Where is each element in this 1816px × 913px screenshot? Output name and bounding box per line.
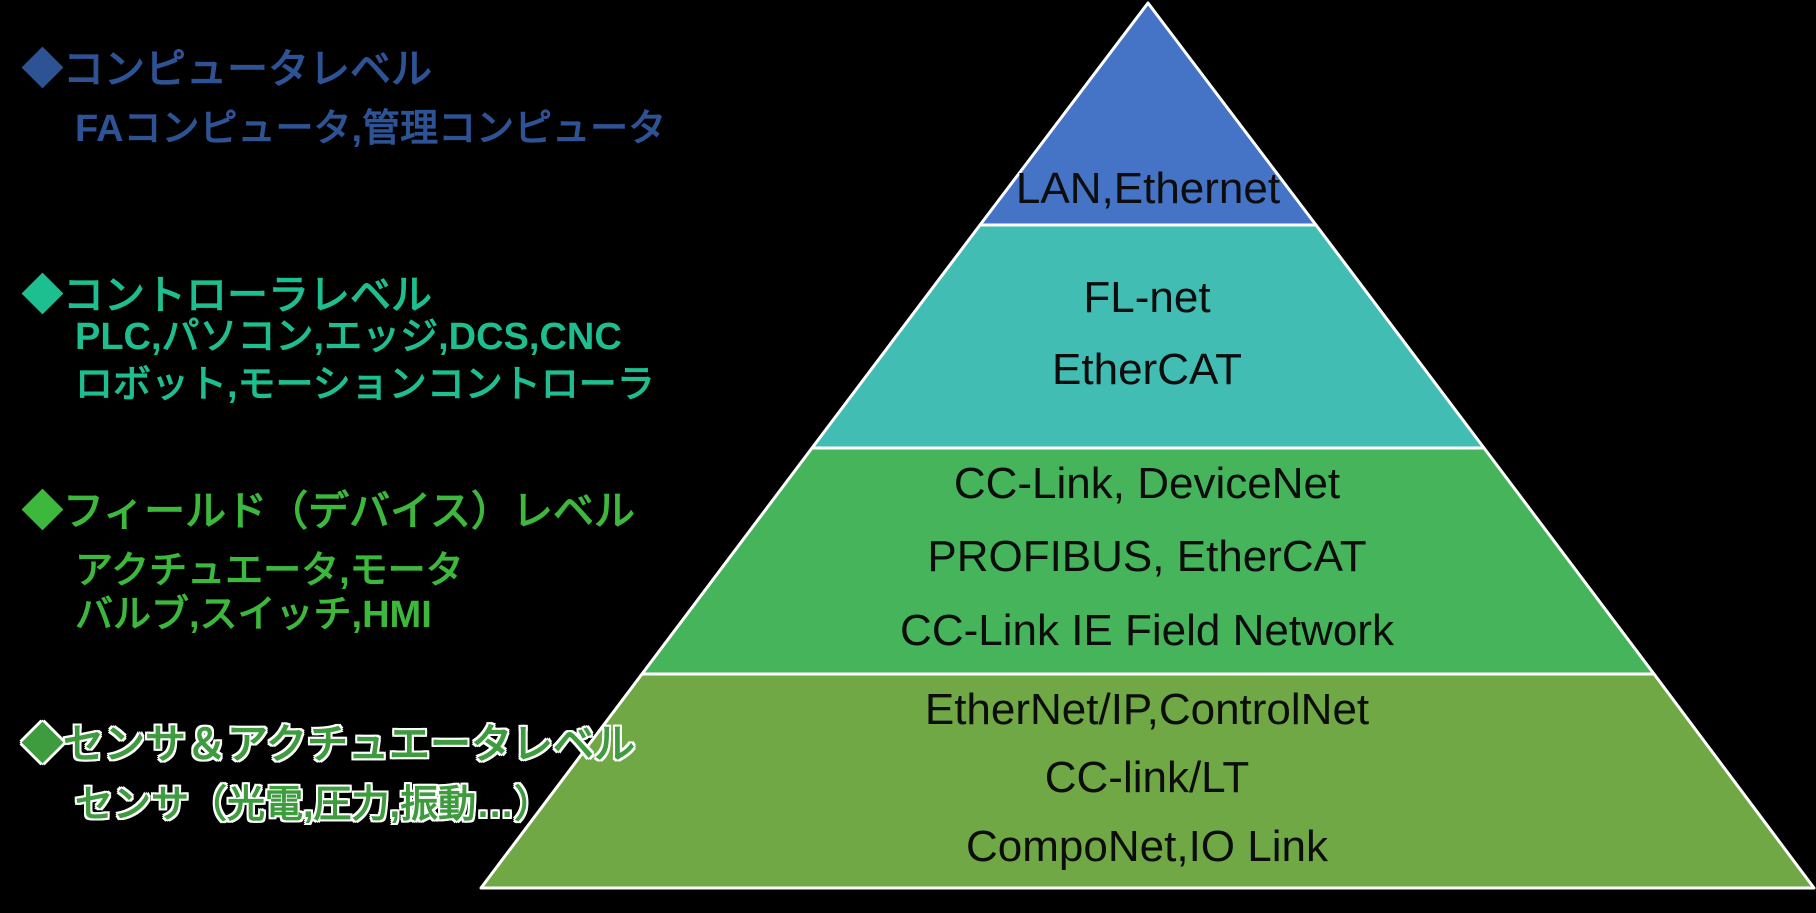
pyramid-level-sensor-actuator xyxy=(479,672,1816,890)
protocol-label-componet-iolink: CompoNet,IO Link xyxy=(966,822,1329,871)
protocol-label-profibus-ethercat: PROFIBUS, EtherCAT xyxy=(927,532,1366,581)
pyramid-level-controller xyxy=(810,223,1486,450)
protocol-label-ethercat: EtherCAT xyxy=(1052,345,1242,394)
protocol-label-cclink-ie-field: CC-Link IE Field Network xyxy=(900,606,1395,655)
protocol-label-cclink-devicenet: CC-Link, DeviceNet xyxy=(954,459,1340,508)
protocol-label-cclink-lt: CC-link/LT xyxy=(1045,753,1250,802)
protocol-label-fl-net: FL-net xyxy=(1083,273,1210,322)
protocol-label-lan-ethernet: LAN,Ethernet xyxy=(1016,164,1280,213)
protocol-label-ethernet-ip-controlnet: EtherNet/IP,ControlNet xyxy=(925,685,1369,734)
